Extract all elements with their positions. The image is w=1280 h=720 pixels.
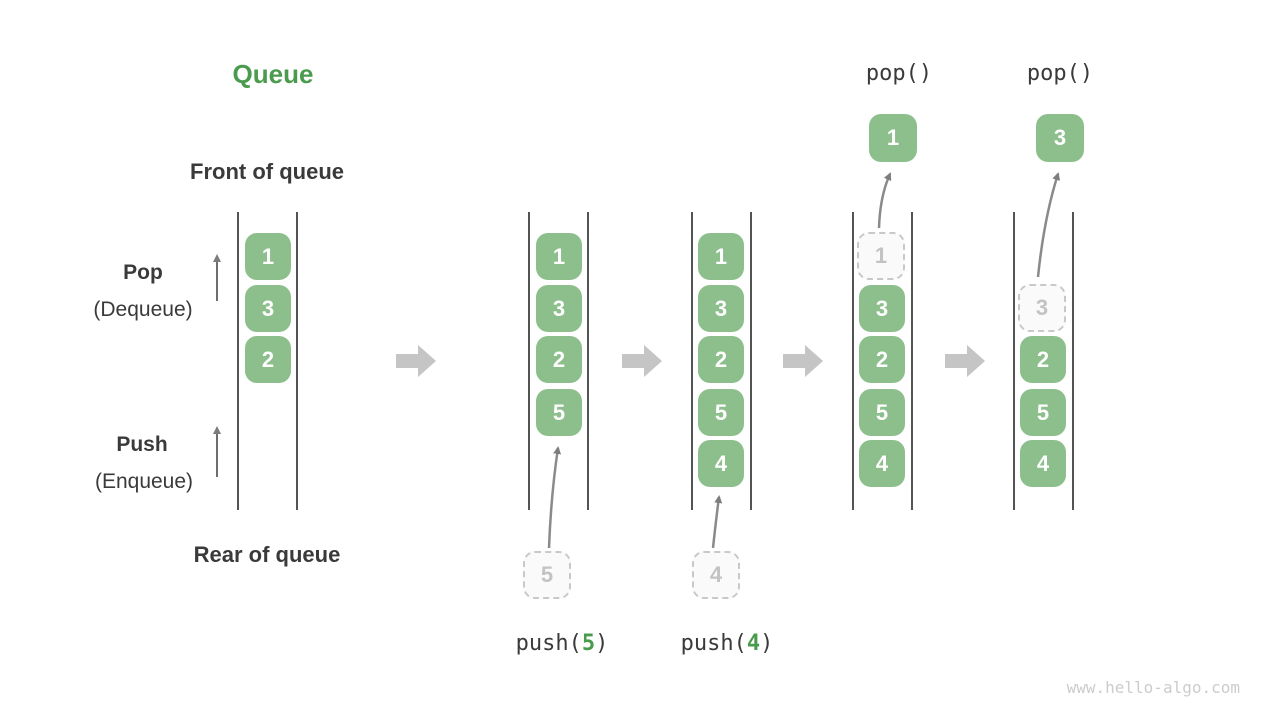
queue-item: 5: [698, 389, 744, 436]
queue-item: 3: [536, 285, 582, 332]
op-close: ): [595, 631, 609, 656]
op-arg: 4: [746, 631, 761, 656]
diagram-title: Queue: [232, 59, 314, 89]
queue-item: 5: [859, 389, 905, 436]
queue-item: 4: [859, 440, 905, 487]
queue-item: 2: [245, 336, 291, 383]
queue-channel-4: [852, 212, 913, 510]
flow-arrow-icon: [622, 345, 662, 377]
enqueue-alias-label: (Enqueue): [94, 470, 194, 493]
queue-item-ghost-popped: 3: [1018, 284, 1066, 332]
flow-arrow-icon: [783, 345, 823, 377]
queue-item: 3: [245, 285, 291, 332]
op-fn: push(: [680, 631, 747, 656]
push-5-operation-label: push(5): [516, 631, 609, 656]
queue-channel-2: [528, 212, 589, 510]
queue-item: 5: [1020, 389, 1066, 436]
queue-item-ghost-popped: 1: [857, 232, 905, 280]
op-fn: push(: [515, 631, 582, 656]
pop-operation-label: pop(): [865, 61, 933, 86]
queue-channel-1: [237, 212, 298, 510]
pop-operation-label: pop(): [1026, 61, 1094, 86]
queue-item: 2: [859, 336, 905, 383]
queue-item: 1: [245, 233, 291, 280]
queue-item-ghost-incoming: 4: [692, 551, 740, 599]
rear-of-queue-label: Rear of queue: [193, 542, 341, 567]
queue-item: 4: [1020, 440, 1066, 487]
dequeue-alias-label: (Dequeue): [93, 298, 193, 321]
op-arg: 5: [581, 631, 596, 656]
push-4-operation-label: push(4): [681, 631, 774, 656]
queue-item: 1: [536, 233, 582, 280]
queue-item: 1: [698, 233, 744, 280]
op-close: ): [760, 631, 774, 656]
queue-item: 5: [536, 389, 582, 436]
queue-item: 3: [859, 285, 905, 332]
watermark: www.hello-algo.com: [1066, 678, 1240, 697]
popped-item: 1: [869, 114, 917, 162]
queue-item: 4: [698, 440, 744, 487]
queue-item: 2: [698, 336, 744, 383]
front-of-queue-label: Front of queue: [190, 159, 344, 184]
pop-side-label: Pop: [123, 261, 163, 284]
queue-item: 3: [698, 285, 744, 332]
queue-item-ghost-incoming: 5: [523, 551, 571, 599]
push-side-label: Push: [116, 433, 168, 456]
queue-item: 2: [1020, 336, 1066, 383]
queue-item: 2: [536, 336, 582, 383]
queue-channel-5: [1013, 212, 1074, 510]
popped-item: 3: [1036, 114, 1084, 162]
flow-arrow-icon: [945, 345, 985, 377]
queue-channel-3: [691, 212, 752, 510]
flow-arrow-icon: [396, 345, 436, 377]
